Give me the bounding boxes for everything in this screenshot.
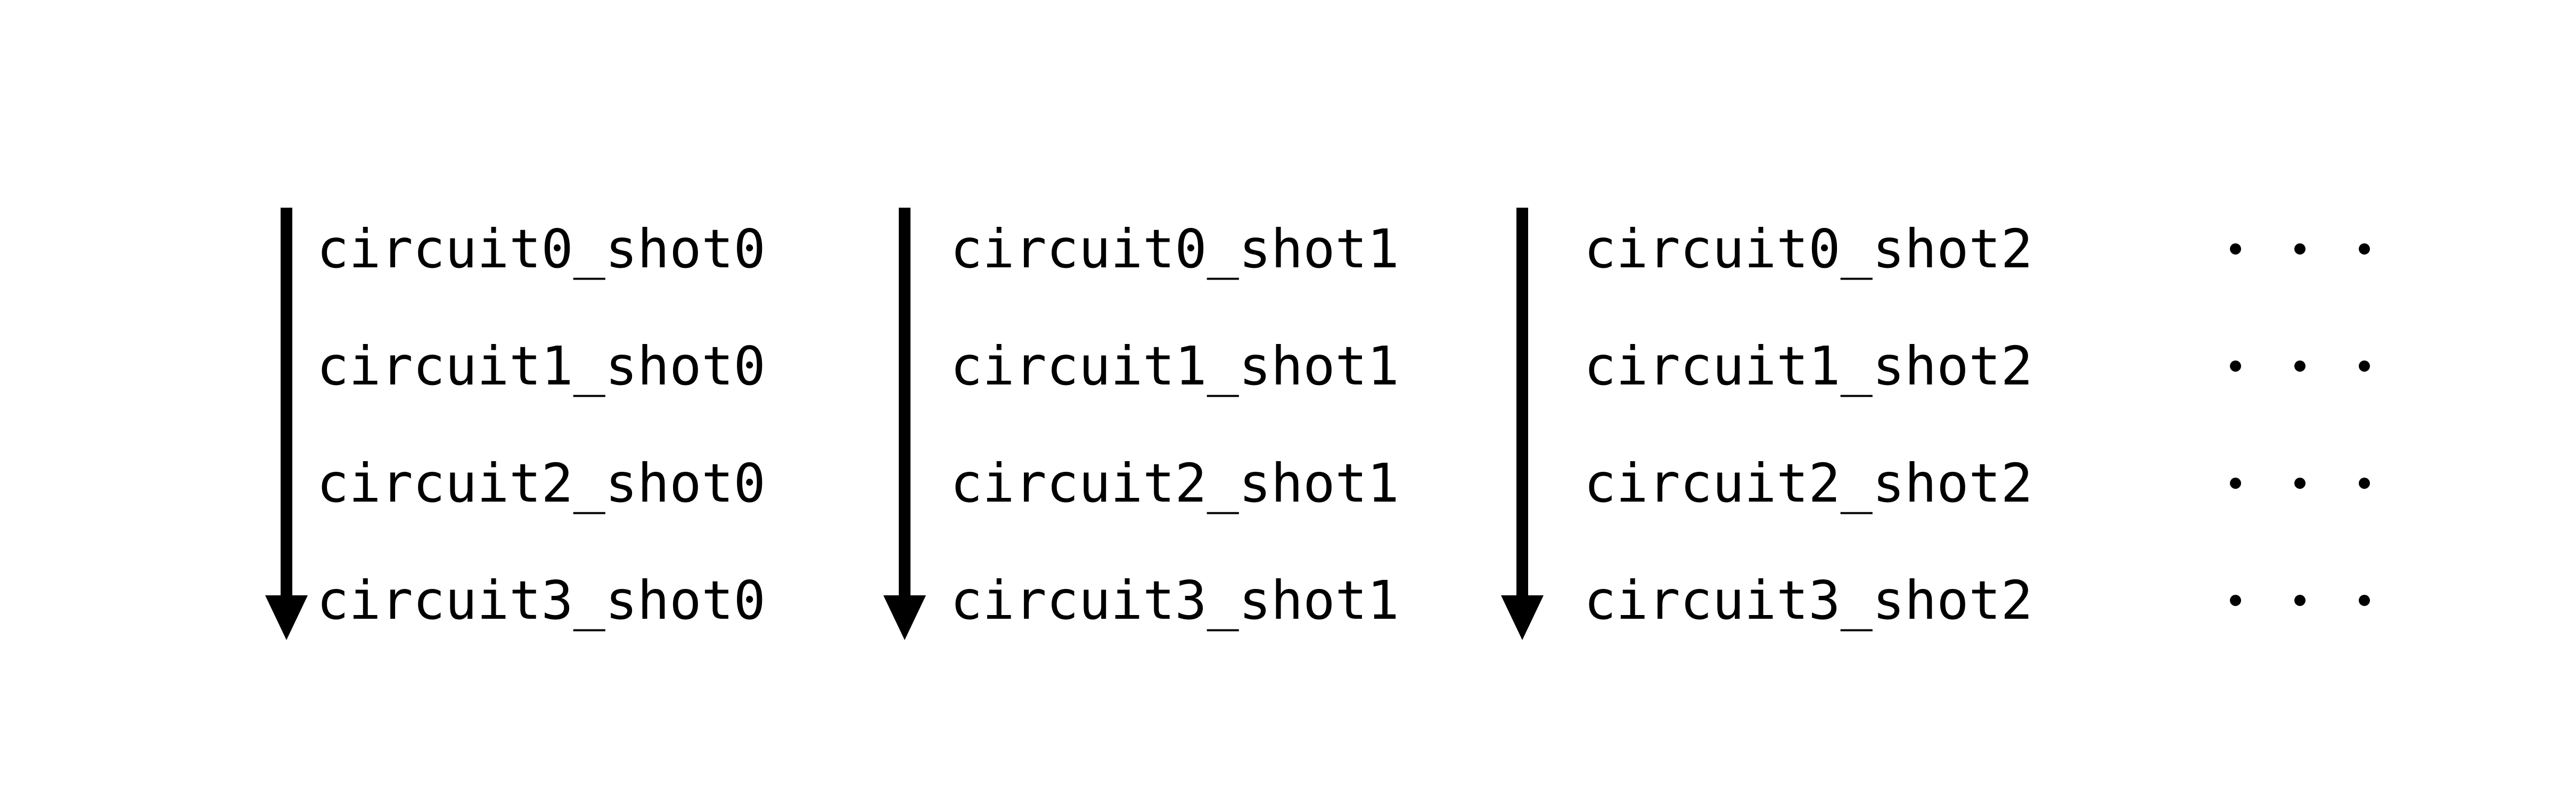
label-circuit2-shot2: circuit2_shot2 xyxy=(1584,452,2033,514)
label-circuit1-shot1: circuit1_shot1 xyxy=(950,335,1399,397)
label-circuit3-shot1: circuit3_shot1 xyxy=(950,569,1399,632)
label-circuit3-shot0: circuit3_shot0 xyxy=(317,569,766,632)
ellipsis-dot-icon xyxy=(2230,595,2241,606)
ellipsis-row xyxy=(2230,243,2370,255)
ellipsis-dot-icon xyxy=(2230,243,2241,255)
ellipsis-dot-icon xyxy=(2294,595,2306,606)
ellipsis-spacer xyxy=(2306,600,2359,601)
ellipsis-dot-icon xyxy=(2359,243,2370,255)
ellipsis-dot-icon xyxy=(2359,360,2370,372)
label-circuit2-shot1: circuit2_shot1 xyxy=(950,452,1399,514)
down-arrow-shot0 xyxy=(265,208,308,640)
label-circuit2-shot0: circuit2_shot0 xyxy=(317,452,766,514)
down-arrow-shot2 xyxy=(1500,208,1544,640)
ellipsis-dot-icon xyxy=(2294,243,2306,255)
label-circuit1-shot0: circuit1_shot0 xyxy=(317,335,766,397)
label-circuit1-shot2: circuit1_shot2 xyxy=(1584,335,2033,397)
ellipsis-row xyxy=(2230,595,2370,606)
ellipsis-dot-icon xyxy=(2359,478,2370,489)
ellipsis-dot-icon xyxy=(2359,595,2370,606)
down-arrow-shot1 xyxy=(883,208,926,640)
ellipsis-dot-icon xyxy=(2294,478,2306,489)
ellipsis-spacer xyxy=(2241,483,2294,484)
label-circuit0-shot1: circuit0_shot1 xyxy=(950,218,1399,280)
ellipsis-row xyxy=(2230,360,2370,372)
ellipsis-spacer xyxy=(2306,483,2359,484)
ellipsis-row xyxy=(2230,478,2370,489)
label-circuit0-shot0: circuit0_shot0 xyxy=(317,218,766,280)
label-circuit0-shot2: circuit0_shot2 xyxy=(1584,218,2033,280)
ellipsis-dot-icon xyxy=(2230,360,2241,372)
ellipsis-dot-icon xyxy=(2294,360,2306,372)
ellipsis-spacer xyxy=(2241,600,2294,601)
label-circuit3-shot2: circuit3_shot2 xyxy=(1584,569,2033,632)
ellipsis-dot-icon xyxy=(2230,478,2241,489)
